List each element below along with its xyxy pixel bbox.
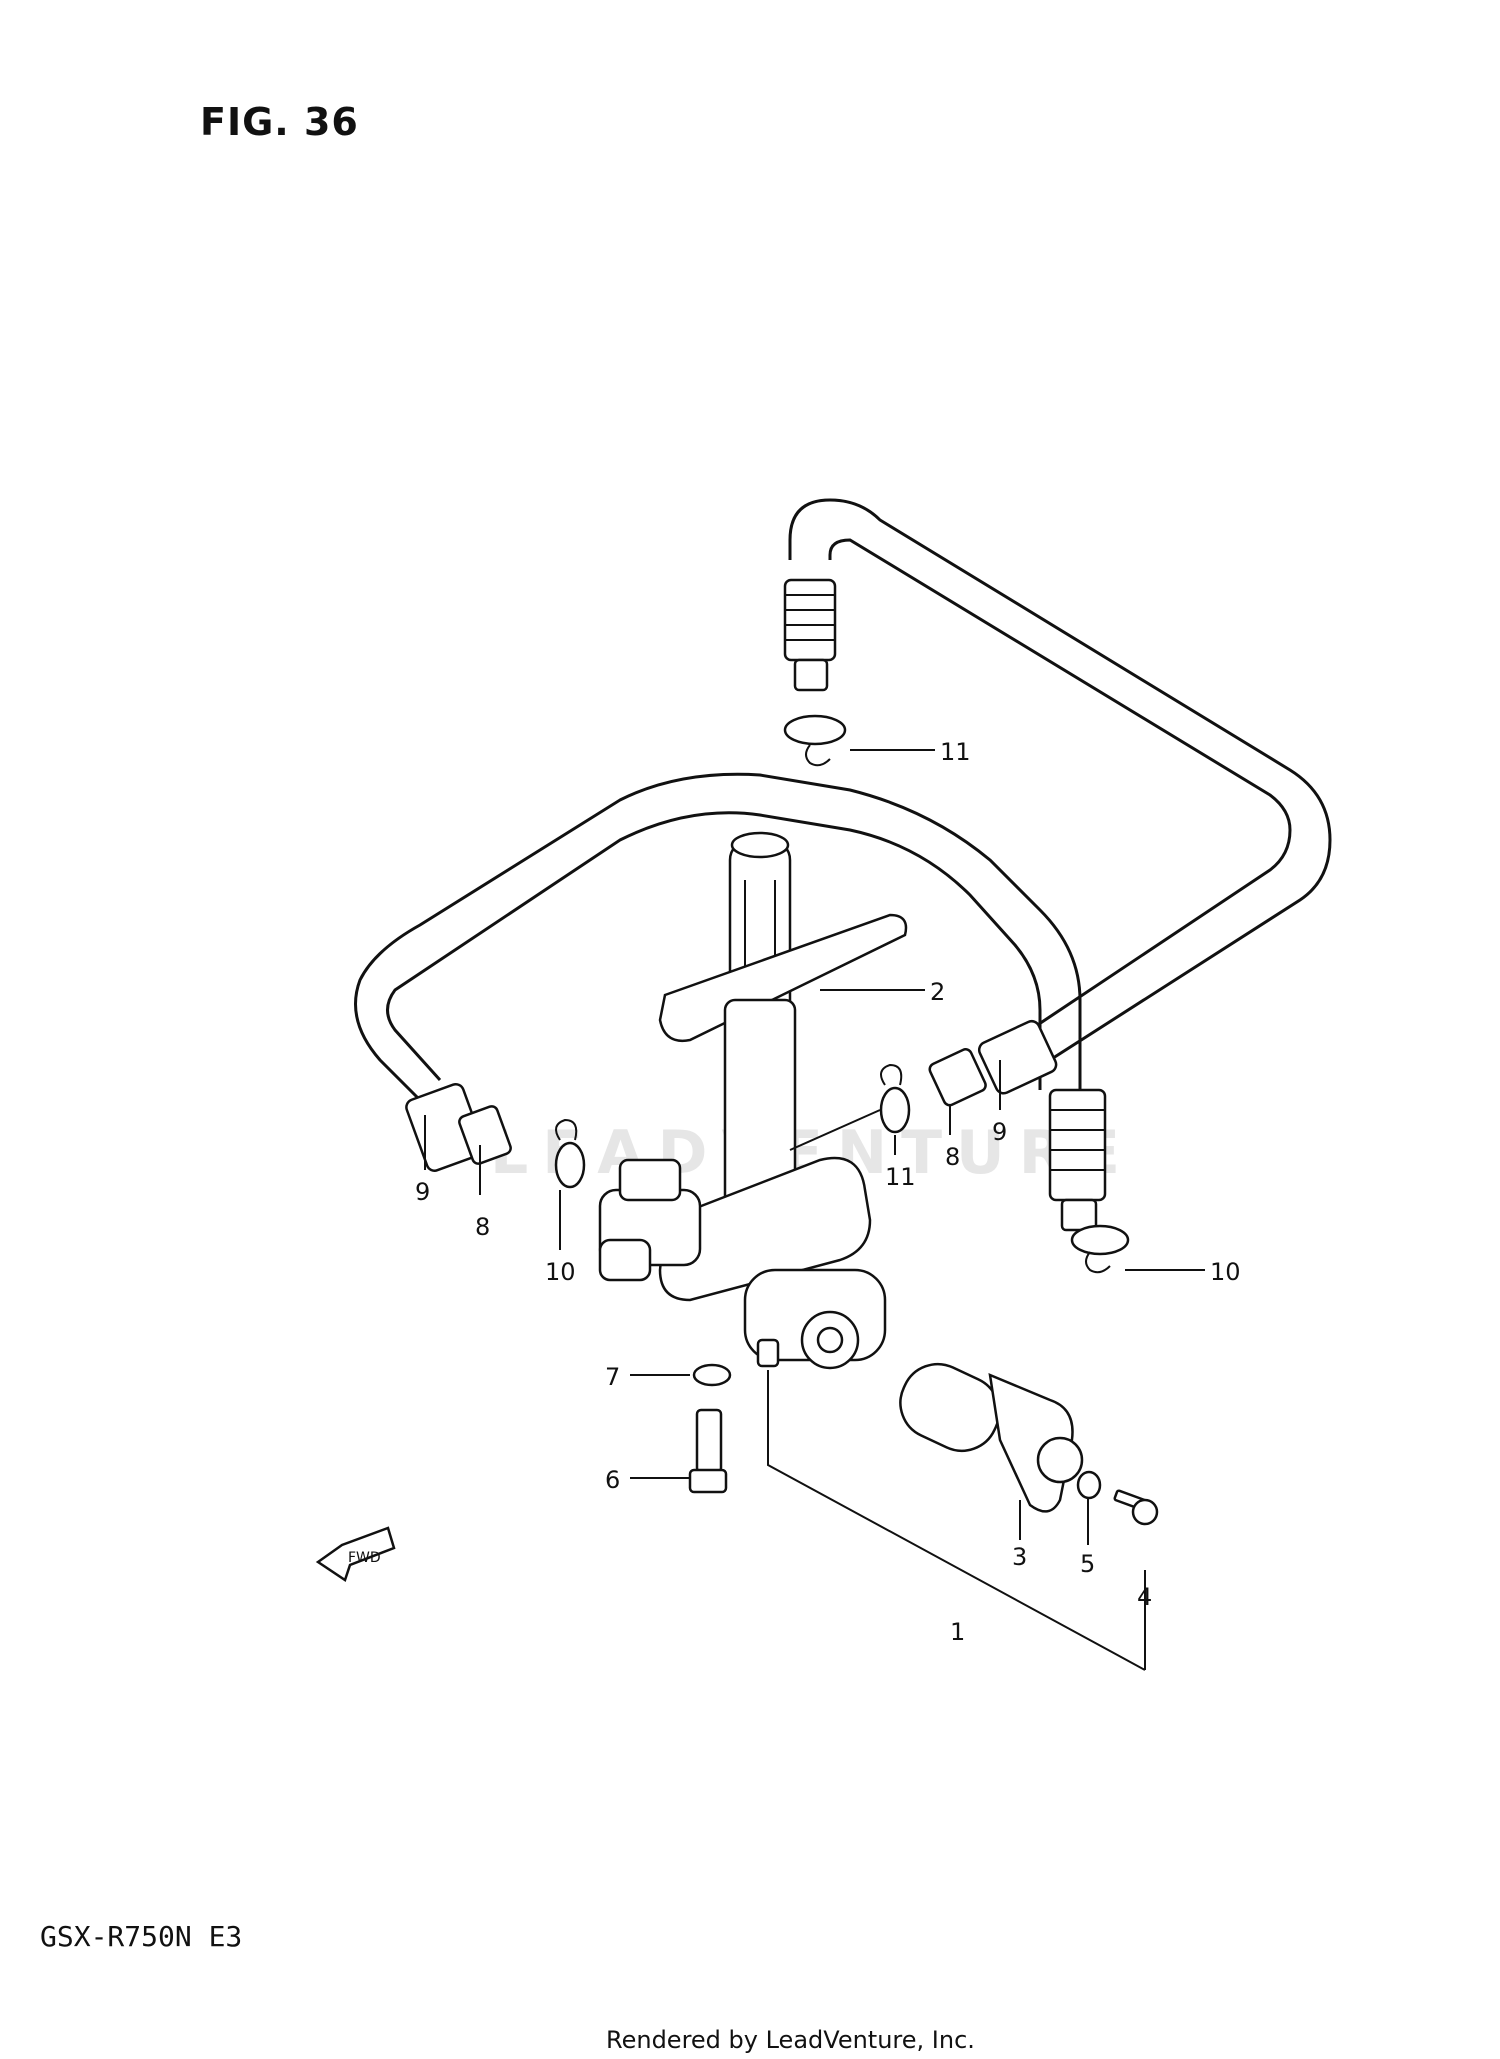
callout-8b: 8 xyxy=(945,1143,960,1171)
callout-10b: 10 xyxy=(1210,1258,1241,1286)
callout-8a: 8 xyxy=(475,1213,490,1241)
callout-6: 6 xyxy=(605,1466,620,1494)
fwd-label: FWD xyxy=(348,1550,381,1566)
callout-11a: 11 xyxy=(940,738,971,766)
model-code: GSX-R750N E3 xyxy=(40,1920,243,1953)
fuel-cock xyxy=(598,831,908,1370)
callout-1: 1 xyxy=(950,1618,965,1646)
lever-parts xyxy=(688,1362,1159,1526)
callouts: 1 2 3 4 5 6 7 8 8 9 9 10 10 11 11 xyxy=(415,738,1241,1646)
footer-credit: Rendered by LeadVenture, Inc. xyxy=(606,2026,975,2054)
callout-7: 7 xyxy=(605,1363,620,1391)
callout-3: 3 xyxy=(1012,1543,1027,1571)
callout-9b: 9 xyxy=(992,1118,1007,1146)
callout-11b: 11 xyxy=(885,1163,916,1191)
callout-4: 4 xyxy=(1137,1583,1152,1611)
callout-10a: 10 xyxy=(545,1258,576,1286)
callout-5: 5 xyxy=(1080,1550,1095,1578)
hose-large xyxy=(783,498,1332,1062)
leader-lines xyxy=(424,749,1205,1671)
callout-9a: 9 xyxy=(415,1178,430,1206)
fwd-arrow: FWD xyxy=(315,1526,396,1582)
figure-title: FIG. 36 xyxy=(200,100,359,144)
callout-2: 2 xyxy=(930,978,945,1006)
